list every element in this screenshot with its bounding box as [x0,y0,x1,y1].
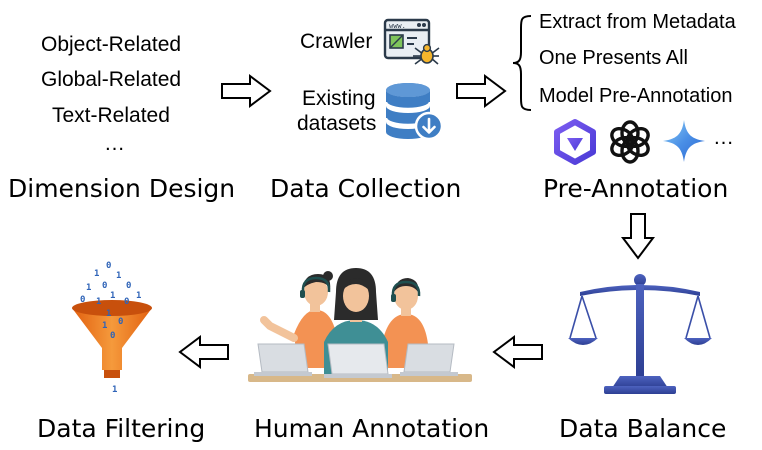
scale-icon [568,274,712,394]
bit-digit: 0 [124,297,129,307]
gemini-logo-icon [663,120,705,162]
dimension-item-more: … [104,132,125,155]
dimension-item-object: Object-Related [41,33,182,56]
title-data-filtering: Data Filtering [37,414,206,443]
bit-digit: 0 [118,317,123,327]
openai-logo-icon [610,120,650,164]
bit-digit: 1 [94,269,99,279]
existing-label-line1: Existing [302,87,376,110]
database-download-icon [384,83,444,141]
bit-digit: 0 [110,331,115,341]
bit-digit: 0 [102,281,107,291]
bit-digit: 1 [86,283,91,293]
bit-digit: 0 [126,281,131,291]
method-one-presents-all: One Presents All [539,47,688,69]
bit-digit: 1 [136,291,141,301]
model-more-ellipsis: … [713,126,734,149]
arrow-down-icon [621,213,655,260]
bit-digit: 1 [102,321,107,331]
arrow-left-icon [492,335,543,369]
arrow-right-icon [221,74,272,108]
bit-digit: 1 [116,271,121,281]
dimension-item-text: Text-Related [52,104,170,127]
crawler-label: Crawler [300,30,373,53]
title-dimension-design: Dimension Design [8,174,236,203]
bit-digit: 1 [96,297,101,307]
method-extract-metadata: Extract from Metadata [539,11,736,33]
title-human-annotation: Human Annotation [254,414,490,443]
curly-brace-icon [512,15,532,111]
qwen-logo-icon [554,119,596,165]
dimension-item-global: Global-Related [41,68,182,91]
bit-digit: 0 [80,295,85,305]
title-data-balance: Data Balance [559,414,727,443]
bit-digit: 0 [106,261,111,271]
browser-spider-icon: www. [383,18,440,65]
svg-text:www.: www. [389,22,406,30]
title-pre-annotation: Pre-Annotation [543,174,729,203]
arrow-right-icon [456,74,507,108]
method-model-pre-annotation: Model Pre-Annotation [539,85,733,107]
title-data-collection: Data Collection [270,174,462,203]
bit-digit: 1 [106,309,111,319]
bit-digit: 1 [110,291,115,301]
annotators-icon [248,268,472,382]
arrow-left-icon [178,335,229,369]
bit-digit: 1 [112,385,117,395]
existing-label-line2: datasets [297,112,377,135]
